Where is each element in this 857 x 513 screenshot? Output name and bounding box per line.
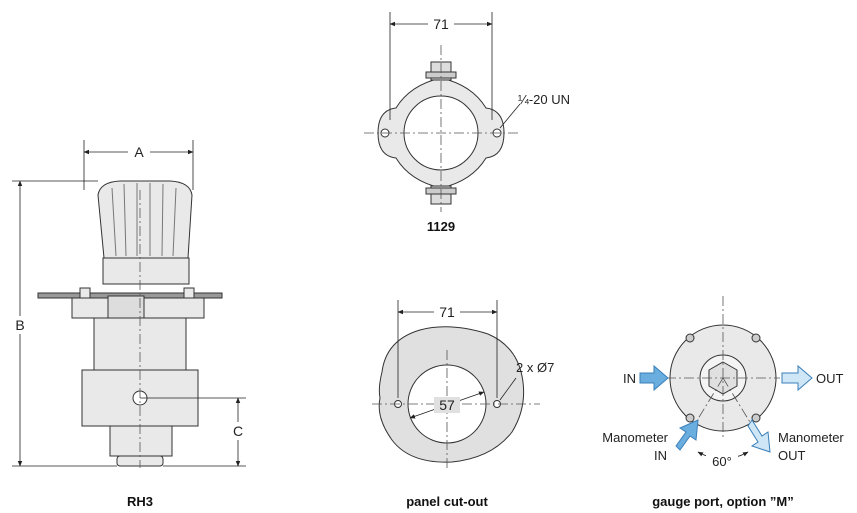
clamp-thread-label: ¼-20 UN (518, 92, 570, 107)
rh3-dim-a-label: A (134, 144, 144, 160)
rh3-knob (97, 180, 193, 259)
panel-dim-71-label: 71 (439, 304, 455, 320)
manometer-out-label-1: Manometer (778, 430, 844, 445)
rh3-neck (102, 257, 190, 285)
manometer-out-arrow-icon (747, 419, 771, 453)
gauge-in-label: IN (623, 371, 636, 386)
panel-cutout-drawing (378, 326, 525, 463)
gauge-out-label: OUT (816, 371, 844, 386)
clamp-dim-label: 71 (433, 16, 449, 32)
manometer-in-label-1: Manometer (602, 430, 668, 445)
gauge-port-caption: gauge port, option ”M” (652, 494, 794, 509)
panel-irregular-plate (378, 326, 525, 463)
manometer-in-arrow-icon (675, 419, 699, 451)
panel-dim-57-label: 57 (439, 397, 455, 413)
panel-caption: panel cut-out (406, 494, 488, 509)
out-arrow-icon (781, 364, 813, 392)
panel-holes-label: 2 x Ø7 (516, 360, 554, 375)
rh3-dim-b-label: B (15, 317, 24, 333)
rh3-regulator-drawing (37, 180, 223, 467)
rh3-caption: RH3 (127, 494, 153, 509)
gauge-angle-label: 60° (712, 454, 732, 469)
in-arrow-icon (639, 364, 669, 392)
manometer-out-label-2: OUT (778, 448, 806, 463)
manometer-in-label-2: IN (654, 448, 667, 463)
rh3-dim-c-label: C (233, 423, 243, 439)
clamp-caption: 1129 (427, 219, 455, 234)
